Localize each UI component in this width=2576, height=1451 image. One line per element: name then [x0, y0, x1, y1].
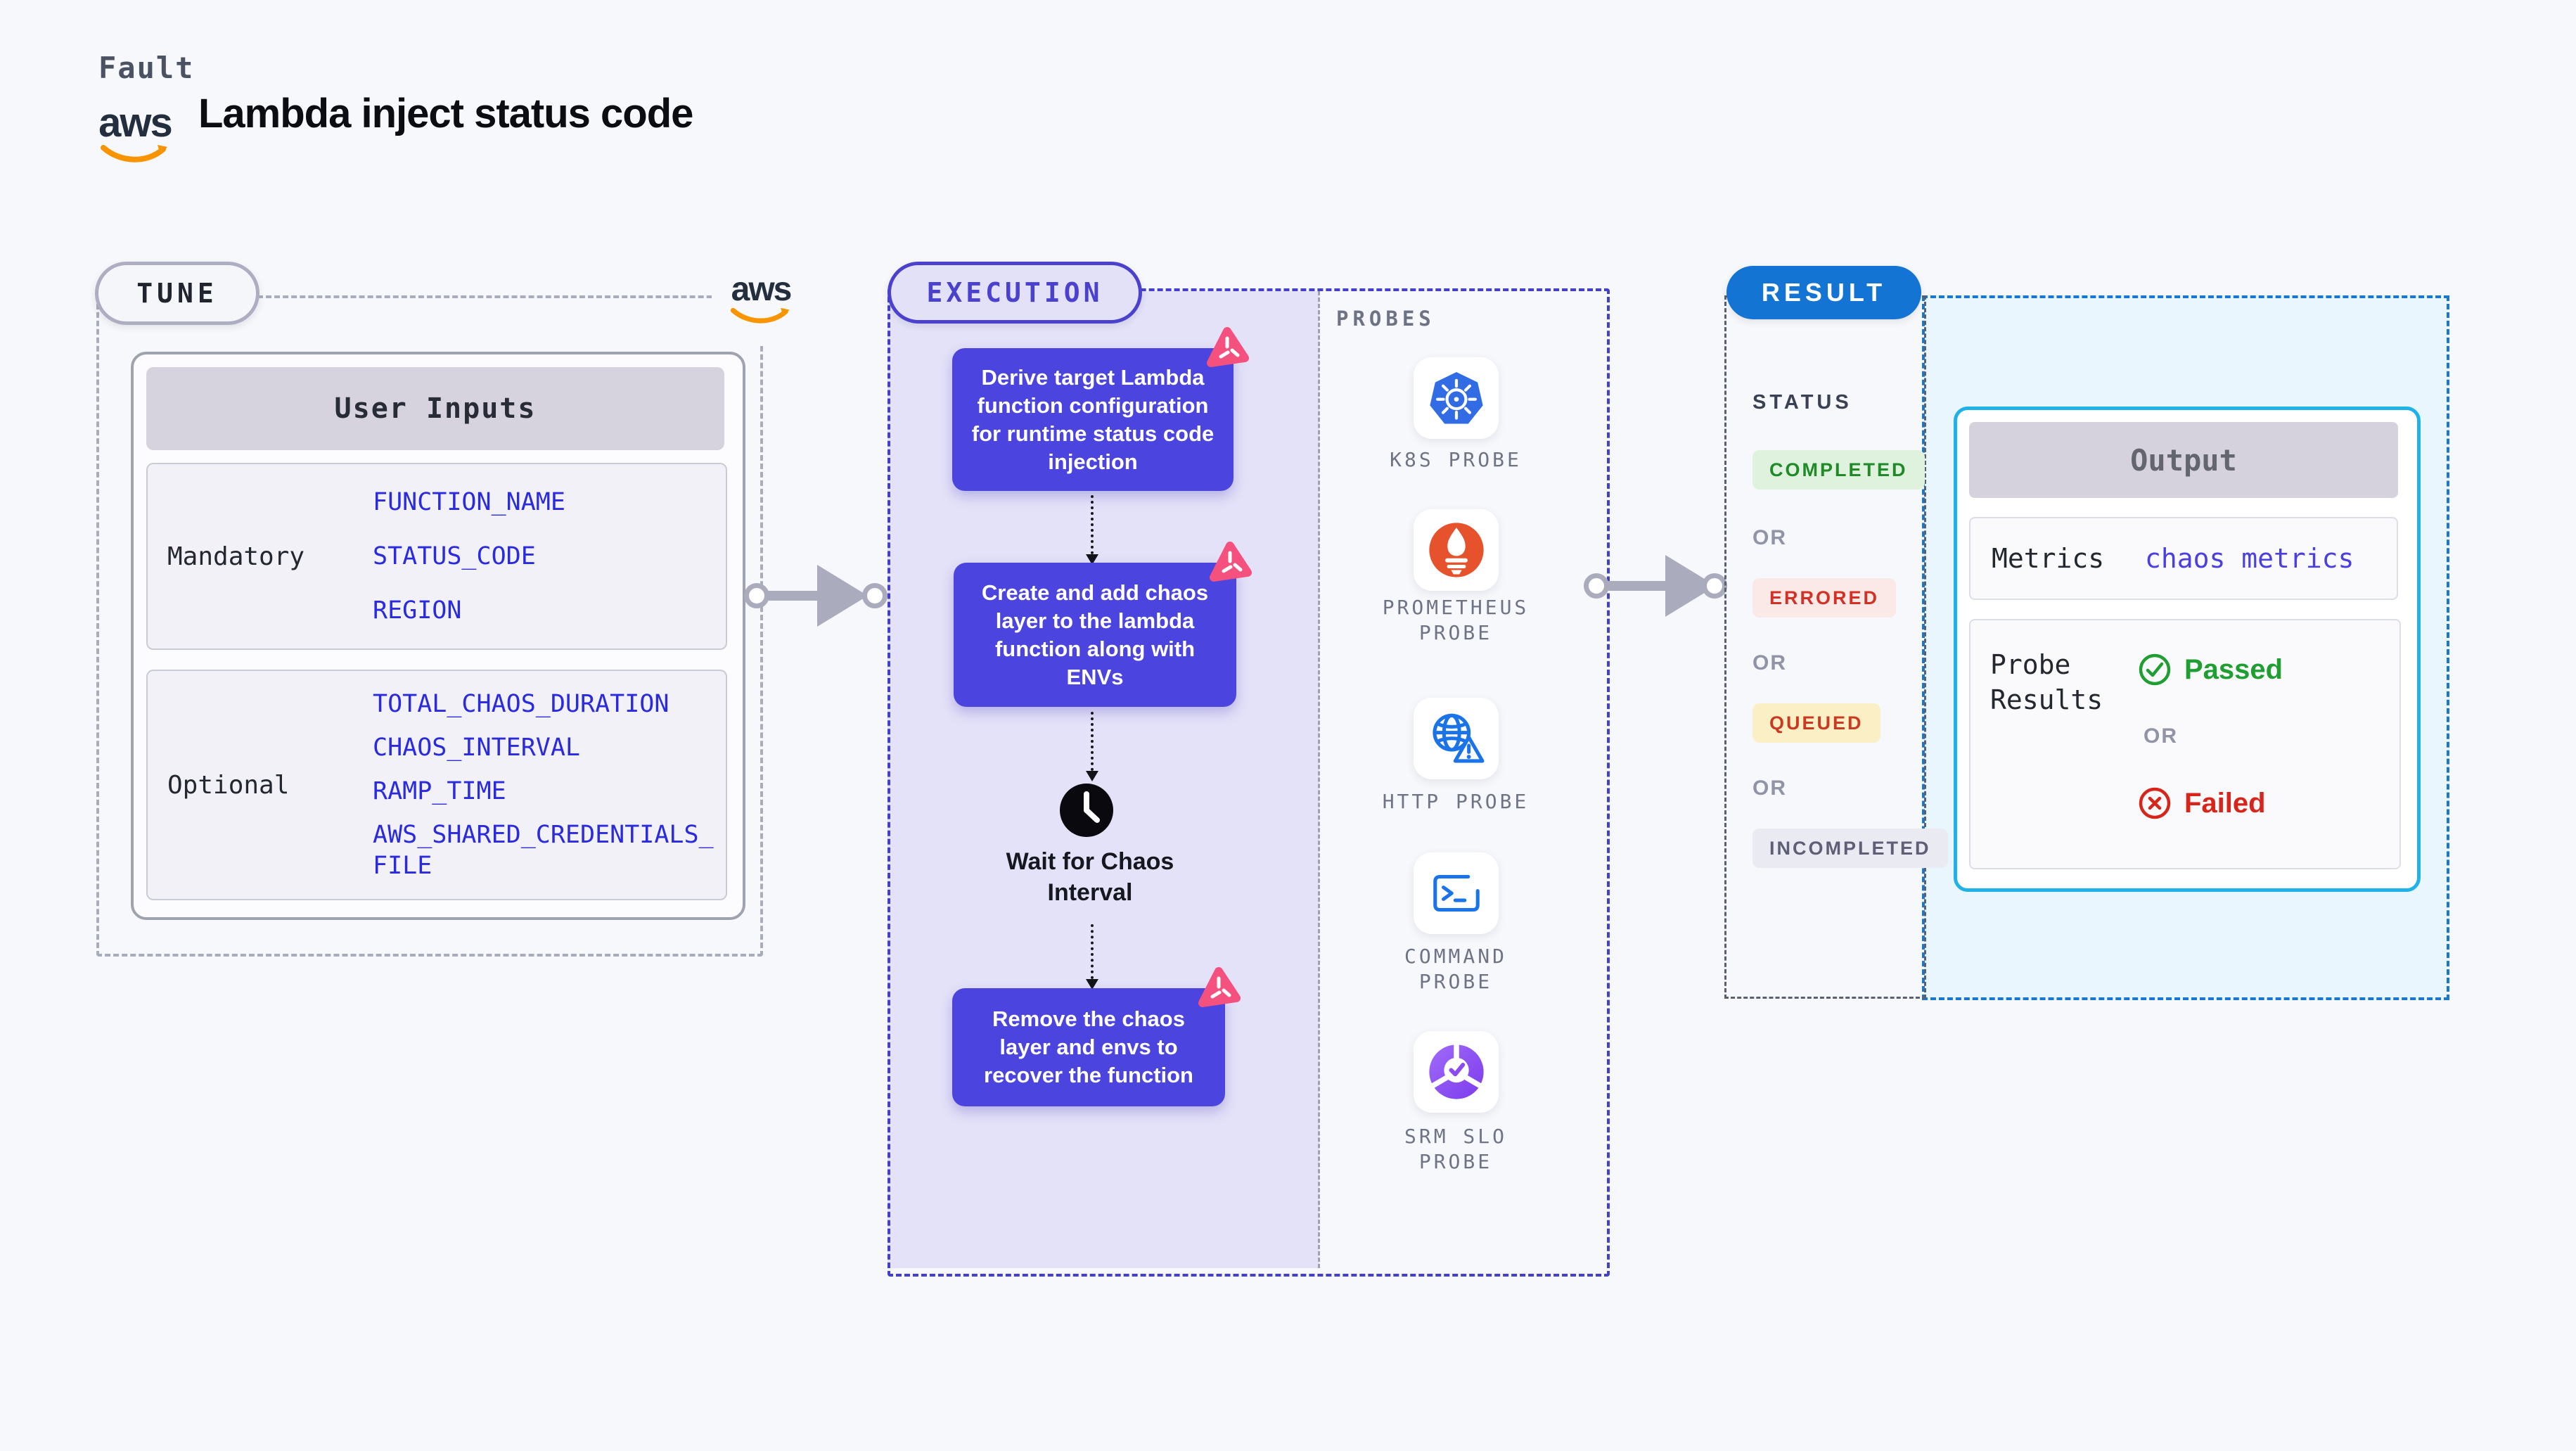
env-var: TOTAL_CHAOS_DURATION: [373, 690, 669, 718]
probe-result-passed: Passed: [2138, 653, 2283, 686]
status-badge-completed: COMPLETED: [1752, 450, 1925, 490]
status-badge-queued: QUEUED: [1752, 703, 1880, 743]
litmus-chaos-icon: [1210, 542, 1252, 582]
flow-connector: [1091, 712, 1094, 771]
arrow-head: [817, 565, 868, 627]
passed-label: Passed: [2184, 653, 2283, 685]
env-var: AWS_SHARED_CREDENTIALS_FILE: [373, 821, 714, 880]
output-header: Output: [1969, 422, 2398, 498]
probes-heading: PROBES: [1336, 307, 1435, 331]
env-var: CHAOS_INTERVAL: [373, 734, 581, 762]
kubernetes-icon: [1429, 372, 1483, 424]
arrow-start-ring: [744, 583, 769, 608]
clock-icon: [1060, 784, 1113, 837]
metrics-row: Metrics chaos metrics: [1969, 517, 2398, 600]
probe-label-k8s: K8S PROBE: [1390, 448, 1522, 471]
probe-card-command: [1414, 852, 1499, 934]
flow-connector-arrowhead: [1086, 979, 1098, 990]
or-separator: OR: [1752, 776, 1787, 800]
tune-badge: TUNE: [95, 262, 259, 325]
execution-step-2: Create and add chaos layer to the lambda…: [954, 563, 1236, 707]
probe-label-http: HTTP PROBE: [1382, 790, 1530, 813]
probe-label-srm-slo: SRM SLO PROBE: [1404, 1125, 1507, 1173]
http-globe-warning-icon: [1432, 713, 1484, 763]
user-inputs-header: User Inputs: [146, 367, 724, 450]
terminal-icon: [1433, 874, 1480, 912]
probe-card-srm-slo: [1414, 1031, 1499, 1113]
probe-card-http: [1414, 698, 1499, 779]
litmus-chaos-icon: [1198, 967, 1241, 1007]
mandatory-values: FUNCTION_NAME STATUS_CODE REGION: [373, 464, 726, 648]
metrics-label: Metrics: [1992, 543, 2105, 574]
srm-slo-wheel-check-icon: [1428, 1044, 1484, 1099]
flow-connector: [1091, 495, 1094, 554]
or-separator: OR: [1752, 526, 1787, 549]
probe-label-prometheus: PROMETHEUS PROBE: [1382, 596, 1530, 644]
tune-section-box: [96, 295, 763, 957]
execution-badge: EXECUTION: [887, 262, 1142, 324]
arrow-shaft: [1606, 581, 1667, 591]
arrow-end-ring: [862, 583, 887, 608]
execution-step-1: Derive target Lambda function configurat…: [952, 348, 1233, 491]
status-badge-errored: ERRORED: [1752, 578, 1897, 618]
prometheus-icon: [1428, 523, 1484, 577]
optional-label: Optional: [167, 770, 290, 800]
flow-connector-arrowhead: [1086, 554, 1098, 565]
or-separator: OR: [2144, 724, 2178, 748]
fault-category-label: Fault: [98, 51, 195, 85]
env-var: REGION: [373, 596, 462, 625]
optional-inputs-row: Optional TOTAL_CHAOS_DURATION CHAOS_INTE…: [146, 670, 727, 900]
execution-step-3: Remove the chaos layer and envs to recov…: [952, 988, 1225, 1106]
probe-result-failed: Failed: [2138, 786, 2266, 820]
probe-results-row: [1969, 619, 2401, 869]
arrow-shaft: [767, 591, 819, 601]
optional-values: TOTAL_CHAOS_DURATION CHAOS_INTERVAL RAMP…: [373, 671, 726, 899]
arrow-start-ring: [1584, 573, 1609, 599]
probe-label-command: COMMAND PROBE: [1404, 945, 1507, 993]
result-badge: RESULT: [1726, 266, 1921, 319]
mandatory-inputs-row: Mandatory FUNCTION_NAME STATUS_CODE REGI…: [146, 463, 727, 650]
aws-logo-text: aws: [98, 100, 173, 146]
or-separator: OR: [1752, 651, 1787, 675]
aws-logo: aws: [96, 103, 174, 167]
x-circle-icon: [2139, 787, 2171, 819]
env-var: STATUS_CODE: [373, 542, 536, 570]
aws-swoosh-icon: [101, 145, 167, 162]
page-title: Lambda inject status code: [198, 91, 693, 136]
flow-connector-arrowhead: [1086, 771, 1098, 781]
failed-label: Failed: [2184, 787, 2266, 819]
flow-connector: [1091, 924, 1094, 979]
litmus-chaos-icon: [1207, 327, 1249, 367]
probe-card-prometheus: [1414, 509, 1499, 591]
arrow-end-ring: [1702, 573, 1727, 599]
status-badge-incompleted: INCOMPLETED: [1752, 829, 1948, 868]
check-circle-icon: [2139, 653, 2171, 686]
aws-logo-small: aws: [730, 273, 792, 328]
mandatory-label: Mandatory: [167, 542, 305, 571]
metrics-value: chaos metrics: [2145, 543, 2354, 574]
aws-logo-text: aws: [731, 271, 793, 308]
env-var: RAMP_TIME: [373, 777, 506, 805]
status-heading: STATUS: [1752, 391, 1852, 414]
tune-aws-logo-holder: aws: [712, 255, 810, 346]
probe-card-k8s: [1414, 357, 1499, 439]
probes-divider: [1318, 291, 1320, 1268]
env-var: FUNCTION_NAME: [373, 488, 565, 517]
aws-swoosh-icon: [730, 307, 790, 324]
execution-section-box: [887, 288, 1610, 1277]
probe-results-label: Probe Results: [1990, 649, 2103, 715]
wait-for-chaos-interval-label: Wait for Chaos Interval: [1006, 848, 1174, 906]
